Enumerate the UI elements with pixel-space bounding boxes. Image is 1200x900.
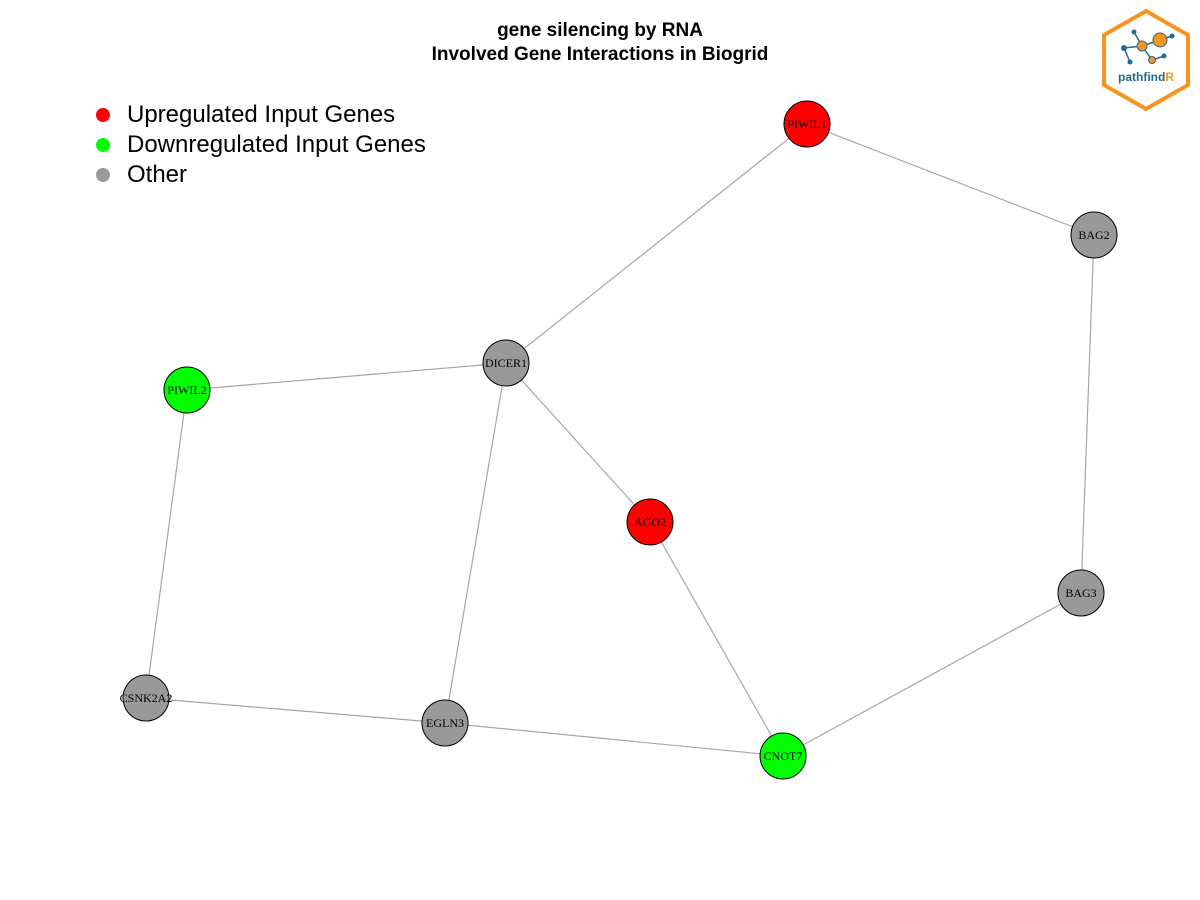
node-circle-bag2 — [1070, 211, 1118, 259]
edge-dicer1-piwil2 — [186, 362, 507, 391]
node-label-piwil2: PIWIL2 — [167, 383, 206, 397]
node-egln3: EGLN3 — [421, 699, 469, 747]
node-label-bag2: BAG2 — [1078, 228, 1109, 242]
edge-bag3-cnot7 — [782, 592, 1082, 757]
node-circle-ago2 — [626, 498, 674, 546]
node-circle-piwil1 — [783, 100, 831, 148]
edge-piwil2-csnk2a2 — [145, 389, 188, 699]
logo-text-main: pathfind — [1118, 70, 1166, 84]
legend-label-other: Other — [127, 161, 188, 188]
node-label-egln3: EGLN3 — [426, 716, 464, 730]
node-piwil2: PIWIL2 — [163, 366, 211, 414]
edge-ago2-cnot7 — [649, 521, 784, 757]
node-circle-bag3 — [1057, 569, 1105, 617]
node-bag2: BAG2 — [1070, 211, 1118, 259]
edge-bag2-bag3 — [1080, 234, 1095, 594]
pathfindr-logo — [1102, 8, 1190, 112]
legend: Upregulated Input Genes Downregulated In… — [96, 100, 426, 190]
legend-dot-upregulated — [96, 108, 110, 122]
node-ago2: AGO2 — [626, 498, 674, 546]
chart-title: gene silencing by RNA — [497, 20, 703, 41]
edge-egln3-cnot7 — [444, 722, 784, 757]
node-circle-piwil2 — [163, 366, 211, 414]
node-bag3: BAG3 — [1057, 569, 1105, 617]
node-label-csnk2a2: CSNK2A2 — [120, 691, 173, 705]
node-label-piwil1: PIWIL1 — [787, 117, 826, 131]
legend-item-other: Other — [96, 160, 426, 190]
node-piwil1: PIWIL1 — [783, 100, 831, 148]
legend-dot-downregulated — [96, 138, 110, 152]
node-circle-egln3 — [421, 699, 469, 747]
edge-piwil1-dicer1 — [505, 123, 808, 364]
edge-dicer1-egln3 — [444, 362, 507, 724]
logo-text-accent: R — [1165, 70, 1174, 84]
node-label-bag3: BAG3 — [1065, 586, 1096, 600]
node-circle-cnot7 — [759, 732, 807, 780]
legend-label-upregulated: Upregulated Input Genes — [127, 101, 396, 128]
node-label-dicer1: DICER1 — [485, 356, 527, 370]
node-circle-dicer1 — [482, 339, 530, 387]
edge-csnk2a2-egln3 — [145, 697, 446, 724]
node-cnot7: CNOT7 — [759, 732, 807, 780]
chart-subtitle: Involved Gene Interactions in Biogrid — [431, 44, 769, 65]
nodes: PIWIL1BAG2DICER1PIWIL2AGO2BAG3CSNK2A2EGL… — [120, 100, 1118, 780]
node-label-ago2: AGO2 — [634, 515, 666, 529]
edge-piwil1-bag2 — [806, 123, 1095, 236]
node-circle-csnk2a2 — [122, 674, 170, 722]
node-label-cnot7: CNOT7 — [764, 749, 803, 763]
legend-label-downregulated: Downregulated Input Genes — [127, 131, 426, 158]
edge-dicer1-ago2 — [505, 362, 651, 523]
legend-dot-other — [96, 168, 110, 182]
edges — [145, 123, 1095, 757]
logo-text: pathfindR — [1100, 70, 1192, 84]
node-csnk2a2: CSNK2A2 — [120, 674, 173, 722]
legend-item-upregulated: Upregulated Input Genes — [96, 100, 426, 130]
legend-item-downregulated: Downregulated Input Genes — [96, 130, 426, 160]
node-dicer1: DICER1 — [482, 339, 530, 387]
